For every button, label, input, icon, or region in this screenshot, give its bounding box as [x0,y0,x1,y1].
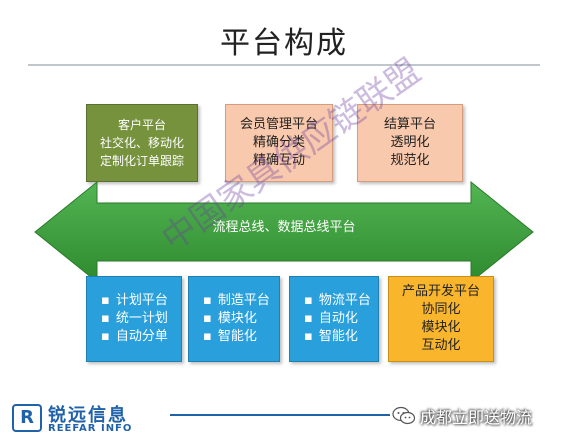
bus-arrow-label: 流程总线、数据总线平台 [212,220,356,235]
manufacturing-platform-title: 制造平台 [203,292,270,310]
title-underline [28,64,540,66]
planning-platform-line-1: 统一计划 [101,310,168,328]
customer-platform-line-1: 社交化、移动化 [99,136,184,150]
wechat-account-name: 成都立即送物流 [420,408,533,427]
logistics-platform-line-1: 自动化 [304,310,358,328]
customer-platform-line-2: 定制化订单跟踪 [99,154,184,168]
product-dev-platform-line-3: 互动化 [421,338,461,353]
logistics-platform-box: 物流平台 自动化 智能化 [289,276,379,362]
planning-platform-title: 计划平台 [101,292,168,310]
customer-platform-box: 客户平台 社交化、移动化 定制化订单跟踪 [86,104,198,182]
logo-chinese-name: 锐远信息 [48,405,128,426]
manufacturing-platform-line-2: 智能化 [203,328,257,346]
product-dev-platform-line-2: 模块化 [421,320,461,335]
logistics-platform-title: 物流平台 [304,292,371,310]
product-dev-platform-box: 产品开发平台 协同化 模块化 互动化 [388,276,494,362]
wechat-icon [392,406,416,425]
settlement-platform-line-2: 规范化 [390,153,430,168]
reefar-logo-icon: R [12,404,42,432]
settlement-platform-title: 结算平台 [383,117,436,132]
member-platform-line-1: 精确分类 [252,135,305,150]
planning-platform-box: 计划平台 统一计划 自动分单 [86,276,182,362]
planning-platform-line-2: 自动分单 [101,328,168,346]
manufacturing-platform-line-1: 模块化 [203,310,257,328]
logistics-platform-line-2: 智能化 [304,328,358,346]
customer-platform-title: 客户平台 [117,118,166,132]
product-dev-platform-title: 产品开发平台 [401,284,480,299]
member-platform-line-2: 精确互动 [252,153,305,168]
settlement-platform-line-1: 透明化 [390,135,430,150]
settlement-platform-box: 结算平台 透明化 规范化 [357,104,463,182]
footer-divider [170,414,390,416]
product-dev-platform-line-1: 协同化 [421,302,461,317]
slide-title: 平台构成 [220,26,348,61]
logo-english-name: REEFAR INFO [48,423,133,434]
member-platform-box: 会员管理平台 精确分类 精确互动 [225,104,333,182]
manufacturing-platform-box: 制造平台 模块化 智能化 [188,276,280,362]
member-platform-title: 会员管理平台 [239,117,318,132]
